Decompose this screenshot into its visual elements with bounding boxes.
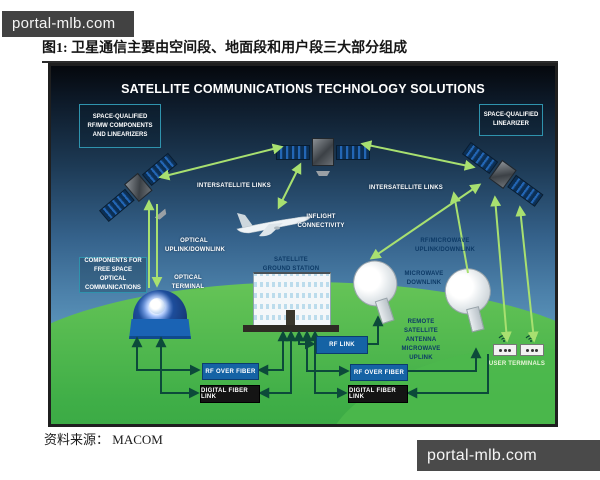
optical-terminal-label: OPTICAL TERMINAL — [171, 275, 205, 290]
rf-over-fiber-right-box: RF OVER FIBER — [350, 364, 408, 381]
free-space-optical-box: COMPONENTS FOR FREE SPACE OPTICAL COMMUN… — [79, 257, 147, 293]
satellite-feed — [316, 171, 330, 176]
digital-fiber-link-right-box: DIGITAL FIBER LINK — [348, 385, 408, 403]
link-arrows-overlay — [131, 140, 539, 399]
diagram-banner-title: SATELLITE COMMUNICATIONS TECHNOLOGY SOLU… — [121, 82, 485, 96]
rf-over-fiber-left-box: RF OVER FIBER — [202, 363, 259, 380]
source-line: 资料来源： MACOM — [44, 429, 163, 448]
inflight-connectivity-label: INFLIGHT CONNECTIVITY — [297, 214, 345, 229]
satellite-body — [312, 138, 334, 166]
user-terminal-router-icon — [520, 344, 544, 356]
watermark-top: portal-mlb.com — [2, 11, 134, 37]
space-qualified-linearizer-box: SPACE-QUALIFIED LINEARIZER — [479, 104, 543, 136]
telescope-ball — [149, 298, 165, 314]
satellite-communications-diagram: SATELLITE COMMUNICATIONS TECHNOLOGY SOLU… — [48, 63, 558, 427]
airplane-icon — [236, 213, 312, 237]
optical-uplink-downlink-label: OPTICAL UPLINK/DOWNLINK — [165, 238, 225, 253]
source-label: 资料来源： — [44, 432, 110, 447]
intersatellite-links-right-label: INTERSATELLITE LINKS — [369, 185, 443, 191]
source-value: MACOM — [112, 432, 163, 447]
user-terminal-router-icon — [493, 344, 517, 356]
building-base — [243, 325, 339, 332]
figure-title: 图1: 卫星通信主要由空间段、地面段和用户段三大部分组成 — [42, 37, 558, 63]
remote-satellite-antenna-label: REMOTE SATELLITE ANTENNA MICROWAVE UPLIN… — [401, 319, 441, 361]
watermark-bottom: portal-mlb.com — [417, 440, 600, 471]
ground-station-building-icon — [253, 272, 331, 327]
rf-link-box: RF LINK — [316, 336, 368, 354]
microwave-downlink-label: MICROWAVE DOWNLINK — [404, 271, 444, 286]
building-door — [286, 310, 295, 325]
rf-microwave-uplink-downlink-label: RF/MICROWAVE UPLINK/DOWNLINK — [415, 238, 475, 253]
space-qualified-components-box: SPACE-QUALIFIED RF/MW COMPONENTS AND LIN… — [79, 104, 161, 148]
user-terminals-label: USER TERMINALS — [488, 361, 546, 367]
satellite-ground-station-label: SATELLITE GROUND STATION — [262, 257, 320, 272]
intersatellite-links-left-label: INTERSATELLITE LINKS — [197, 183, 271, 189]
digital-fiber-link-left-box: DIGITAL FIBER LINK — [200, 385, 260, 403]
